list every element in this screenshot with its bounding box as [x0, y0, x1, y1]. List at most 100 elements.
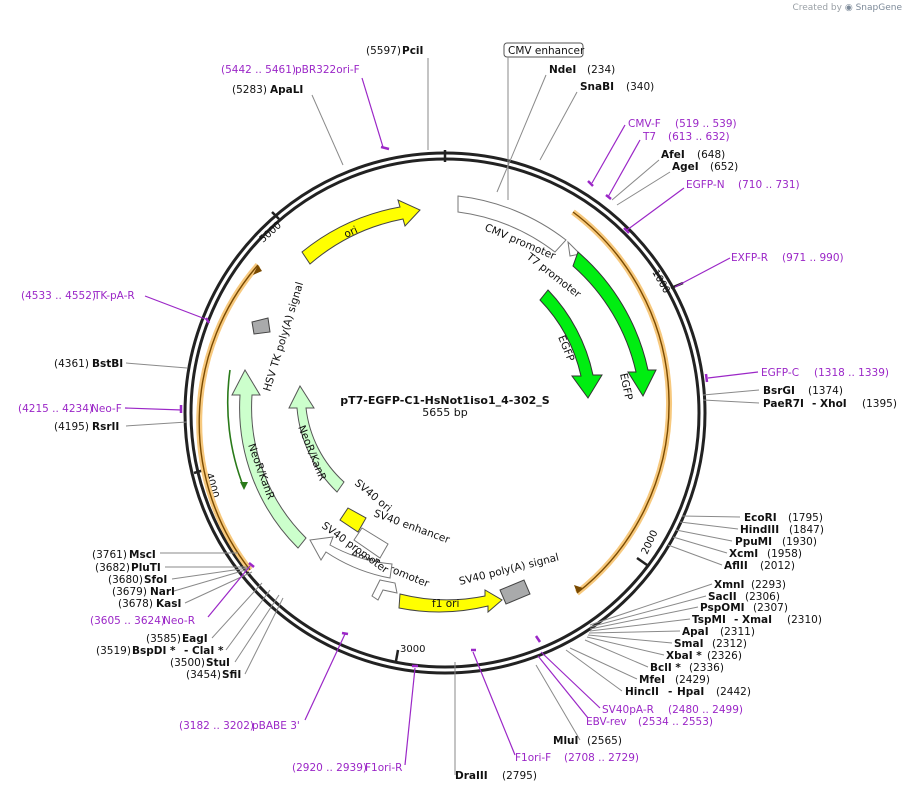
primer-egfp-c[interactable]: EGFP-C(1318 .. 1339) [761, 367, 889, 379]
enzyme-name: DraIII [455, 770, 488, 782]
primer-neo-r[interactable]: (3605 .. 3624)Neo-R [90, 615, 195, 627]
enzyme-snabi[interactable]: SnaBI(340) [580, 81, 654, 93]
primer-t7[interactable]: T7(613 .. 632) [642, 131, 730, 143]
feature-sv40-polya-signal[interactable]: SV40 poly(A) signal [458, 551, 560, 605]
enzyme-aflii[interactable]: AflII(2012) [724, 560, 795, 572]
primer-tk-pa-r[interactable]: (4533 .. 4552)TK-pA-R [21, 290, 135, 302]
enzyme-pos: (648) [697, 149, 725, 161]
enzyme-smai[interactable]: SmaI(2312) [674, 638, 747, 650]
primer-pbr322ori-f[interactable]: (5442 .. 5461)pBR322ori-F [221, 64, 360, 76]
enzyme-pos: (2311) [720, 626, 755, 638]
feature-label-sv40-polya-signal: SV40 poly(A) signal [458, 551, 560, 587]
feature-neor-kanr-inner[interactable]: NeoR/KanR [288, 384, 345, 493]
enzyme-xmni[interactable]: XmnI(2293) [714, 579, 786, 591]
enzyme-pos: (5597) [366, 45, 401, 57]
enzyme-ndei[interactable]: NdeI(234) [549, 64, 615, 76]
feature-sv40-enhancer[interactable]: SV40 enhancer [353, 508, 452, 559]
enzyme-ppumi[interactable]: PpuMI(1930) [735, 536, 817, 548]
enzyme-leaders [125, 58, 760, 775]
feature-f1-ori[interactable]: f1 ori [398, 589, 503, 614]
feature-cmv-promoter[interactable]: CMV promoter [457, 195, 567, 263]
enzyme-sacii[interactable]: SacII(2306) [708, 591, 780, 603]
feature-label-ori: ori [342, 224, 359, 241]
primer-name: pBABE 3' [252, 720, 300, 732]
enzyme-hincii-hpai[interactable]: HincII-HpaI(2442) [625, 686, 751, 698]
enzyme-name: HindIII [740, 524, 779, 536]
enzyme-pos: (3680) [108, 574, 143, 586]
enzyme-pos: (2565) [587, 735, 622, 747]
feature-label-sv40-enhancer: SV40 enhancer [372, 508, 452, 547]
primer-egfp-n[interactable]: EGFP-N(710 .. 731) [686, 179, 800, 191]
enzyme-name: AgeI [672, 161, 699, 173]
enzyme-pos: (2429) [675, 674, 710, 686]
primer-pbabe-3[interactable]: (3182 .. 3202)pBABE 3' [179, 720, 300, 732]
watermark-brand: SnapGene [855, 3, 902, 13]
enzyme-pos: (1847) [789, 524, 824, 536]
enzyme-eagi[interactable]: (3585)EagI [146, 633, 208, 645]
enzyme-name: TspMI [692, 614, 726, 626]
enzyme-pos: (3500) [170, 657, 205, 669]
enzyme-name: SnaBI [580, 81, 614, 93]
enzyme-name: PluTI [131, 562, 161, 574]
primer-cmv-f[interactable]: CMV-F(519 .. 539) [628, 118, 737, 130]
primer-f1ori-r[interactable]: (2920 .. 2939)F1ori-R [292, 762, 402, 774]
enzyme-alt-name: HpaI [677, 686, 704, 698]
primer-name: Neo-R [163, 615, 195, 627]
enzyme-name: SmaI [674, 638, 704, 650]
enzyme-name: RsrII [92, 421, 119, 433]
enzyme-pos: (2307) [753, 602, 788, 614]
enzyme-sfoi[interactable]: (3680)SfoI [108, 574, 167, 586]
enzyme-alt-name: ClaI * [192, 645, 224, 657]
enzyme-name: MscI [129, 549, 156, 561]
enzyme-pspomi[interactable]: PspOMI(2307) [700, 602, 788, 614]
enzyme-draiii[interactable]: DraIII (2795) [455, 770, 537, 782]
enzyme-pos: (2336) [689, 662, 724, 674]
enzyme-xcmi[interactable]: XcmI(1958) [729, 548, 802, 560]
enzyme-name: AflII [724, 560, 748, 572]
enzyme-bstbi[interactable]: (4361)BstBI [54, 358, 123, 370]
enzyme-pluti[interactable]: (3682)PluTI [95, 562, 161, 574]
primer-range: (2708 .. 2729) [564, 752, 639, 764]
enzyme-pos: (3679) [112, 586, 147, 598]
primer-f1ori-f[interactable]: F1ori-F(2708 .. 2729) [515, 752, 639, 764]
enzyme-pos: (1395) [862, 398, 897, 410]
feature-ori[interactable]: ori [301, 199, 421, 265]
enzyme-rsrii[interactable]: (4195)RsrII [54, 421, 119, 433]
svg-text:-: - [812, 398, 816, 410]
primer-exfp-r[interactable]: EXFP-R(971 .. 990) [731, 252, 844, 264]
enzyme-apali[interactable]: (5283)ApaLI [232, 84, 303, 96]
enzyme-hindiii[interactable]: HindIII (1847) [740, 524, 824, 536]
feature-egfp-outer[interactable]: EGFP [572, 251, 657, 401]
enzyme-apai[interactable]: ApaI(2311) [682, 626, 755, 638]
enzyme-pos: (2310) [787, 614, 822, 626]
enzyme-bcli[interactable]: BclI *(2336) [650, 662, 724, 674]
enzyme-sfii[interactable]: (3454)SfiI [186, 669, 241, 681]
enzyme-name: AfeI [661, 149, 685, 161]
enzyme-bspdi-clai[interactable]: (3519)BspDI *-ClaI * [96, 645, 224, 657]
enzyme-kasi[interactable]: (3678)KasI [118, 598, 181, 610]
enzyme-paer7i-xhoi[interactable]: PaeR7I-XhoI(1395) [763, 398, 897, 410]
enzyme-stui[interactable]: (3500)StuI [170, 657, 230, 669]
enzyme-mlui[interactable]: MluI(2565) [553, 735, 622, 747]
feature-hsv-tk-polya-signal[interactable]: HSV TK poly(A) signal [251, 281, 306, 393]
enzyme-pos: (3585) [146, 633, 181, 645]
enzyme-tspmi-xmai[interactable]: TspMI-XmaI(2310) [692, 614, 822, 626]
enzyme-pcii[interactable]: (5597)PciI [366, 45, 423, 57]
enzyme-agei[interactable]: AgeI (652) [672, 161, 738, 173]
enzyme-bsrgi[interactable]: BsrGI(1374) [763, 385, 843, 397]
enzyme-msci[interactable]: (3761)MscI [92, 549, 156, 561]
primer-sv40pa-r[interactable]: SV40pA-R(2480 .. 2499) [602, 704, 743, 716]
enzyme-afei[interactable]: AfeI (648) [661, 149, 725, 161]
svg-text:-: - [184, 645, 188, 657]
enzyme-pos: (2306) [745, 591, 780, 603]
enzyme-ecori[interactable]: EcoRI(1795) [744, 512, 823, 524]
enzyme-pos: (652) [710, 161, 738, 173]
enzyme-mfei[interactable]: MfeI(2429) [639, 674, 710, 686]
enzyme-nari[interactable]: (3679)NarI [112, 586, 175, 598]
enzyme-xbai[interactable]: XbaI *(2326) [666, 650, 742, 662]
primer-ebv-rev[interactable]: EBV-rev(2534 .. 2553) [586, 716, 713, 728]
cmv-enhancer-label-text: CMV enhancer [508, 45, 585, 57]
enzyme-pos: (2795) [502, 770, 537, 782]
feature-egfp-inner[interactable]: EGFP [539, 289, 603, 399]
primer-neo-f[interactable]: (4215 .. 4234)Neo-F [18, 403, 122, 415]
